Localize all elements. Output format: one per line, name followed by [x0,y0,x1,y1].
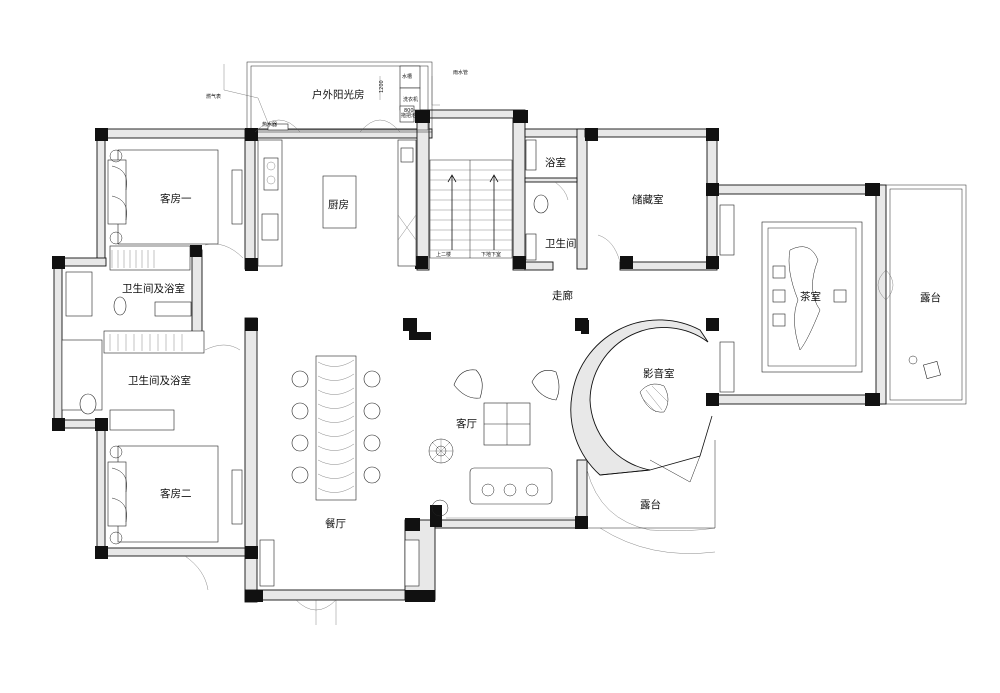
room-label-kitchen: 厨房 [328,198,349,211]
room-label-corridor: 走廊 [552,289,573,302]
room-label-sunroom: 户外阳光房 [312,88,365,101]
annotation-heater: 热水器 [262,121,277,128]
annotation-dim-1200: 1200 [379,80,385,93]
annotation-mop-sink: 拖把池 [401,112,416,119]
room-label-guest-room-2: 客房二 [160,487,192,500]
annotation-water-pipe: 雨水管 [453,69,468,76]
room-label-theater: 影音室 [643,367,675,380]
guest-room-1-furniture [107,149,244,271]
annotations: 燃气表 热水器 雨水管 水槽 洗衣机 拖把池 1200 800 [206,69,468,128]
room-label-bath-ensuite-2: 卫生间及浴室 [128,374,191,387]
room-label-dining-room: 餐厅 [325,517,346,530]
guest-room-2-furniture [107,445,243,591]
theater-area [570,319,716,554]
sunroom-area [223,64,440,133]
center-bath-furniture [525,139,569,261]
stair-up-label: 上二楼 [436,251,451,258]
columns [52,110,880,602]
dining-furniture [259,318,589,625]
room-label-terrace-right: 露台 [920,291,941,304]
living-furniture [428,369,575,519]
annotation-water-tank: 水槽 [402,73,412,80]
room-label-bath: 浴室 [545,156,566,169]
tea-room-furniture [719,204,941,393]
walls [53,61,967,603]
room-labels: 户外阳光房 客房一 厨房 浴室 储藏室 卫生间 走廊 茶室 露台 卫生间及浴室 … [122,88,941,530]
room-label-terrace-bottom: 露台 [640,498,661,511]
stair-down-label: 下地下室 [481,251,501,258]
room-label-guest-room-1: 客房一 [160,192,192,205]
annotation-washer: 洗衣机 [403,96,418,103]
room-label-storage: 储藏室 [632,193,664,206]
room-label-toilet: 卫生间 [545,237,577,250]
room-label-living-room: 客厅 [456,417,477,430]
annotation-dim-800: 800 [404,108,414,114]
kitchen-furniture [257,139,417,267]
annotation-gas-meter: 燃气表 [206,93,221,100]
room-label-tea-room: 茶室 [800,290,821,303]
storage-furniture [597,234,621,263]
staircase: 上二楼 下地下室 [429,159,513,259]
left-baths-furniture [61,271,241,431]
room-label-bath-ensuite-1: 卫生间及浴室 [122,282,185,295]
